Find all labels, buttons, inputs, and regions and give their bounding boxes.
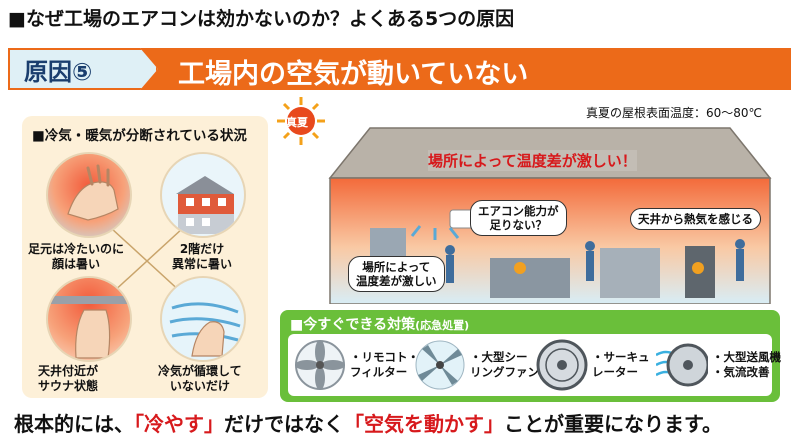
- measure-label-3: ・サーキュ レーター: [592, 350, 650, 379]
- measure-label-1: ・リモコト・ フィルター: [350, 350, 419, 379]
- building-icon: [176, 176, 234, 234]
- situation-caption-2: 2階だけ 異常に暑い: [172, 242, 233, 271]
- factory-illustration: 場所によって温度差が激しい！ エアコン能力が 足りない？ 天井から熱気を感じる …: [300, 118, 775, 305]
- airflow-hand-icon: [169, 302, 241, 357]
- hand-temperature-image: [46, 152, 132, 238]
- conclusion-text: 根本的には、「冷やす」だけではなく「空気を動かす」ことが重要になります。: [14, 412, 722, 436]
- cause-number-tag: 原因⑤: [8, 48, 158, 90]
- page-title: ■なぜ工場のエアコンは効かないのか？よくある5つの原因: [8, 8, 515, 30]
- temperature-difference-headline: 場所によって温度差が激しい！: [428, 150, 637, 171]
- ceiling-heat-image: [46, 276, 132, 362]
- roof-temperature-note: 真夏の屋根表面温度：60〜80℃: [586, 106, 763, 120]
- circulator-icon: [536, 339, 588, 391]
- two-story-building-image: [160, 152, 246, 238]
- situation-panel-title: ■冷気・暖気が分断されている状況: [32, 128, 247, 144]
- cause-headline: 工場内の空気が動いていない: [178, 59, 529, 90]
- airflow-image: [160, 276, 246, 362]
- hand-icon: [67, 164, 119, 221]
- situation-caption-4: 冷気が循環して いないだけ: [158, 364, 242, 393]
- measure-label-2: ・大型シー リングファン: [470, 350, 539, 379]
- situation-caption-1: 足元は冷たいのに 顔は暑い: [28, 242, 125, 271]
- callout-floor-difference: 場所によって 温度差が激しい: [348, 256, 445, 292]
- measure-label-4: ・大型送風機 ・気流改善: [712, 350, 781, 379]
- ceiling-hand-icon: [48, 296, 130, 359]
- sun-icon: 真夏: [276, 96, 326, 146]
- sun-label: 真夏: [286, 116, 308, 129]
- remote-fan-icon: [294, 339, 346, 391]
- measures-list: ・リモコト・ フィルター ・大型シー リングファン ・サーキュ レーター ・大型…: [288, 334, 781, 396]
- situation-caption-3: 天井付近が サウナ状態: [38, 364, 99, 393]
- large-blower-icon: [655, 339, 710, 391]
- callout-ac-capacity: エアコン能力が 足りない？: [470, 200, 567, 236]
- measures-title: ■今すぐできる対策(応急処置): [290, 317, 470, 333]
- cause-banner: 原因⑤ 工場内の空気が動いていない: [8, 48, 791, 90]
- callout-ceiling-heat: 天井から熱気を感じる: [630, 208, 761, 230]
- ceiling-fan-icon: [414, 339, 466, 391]
